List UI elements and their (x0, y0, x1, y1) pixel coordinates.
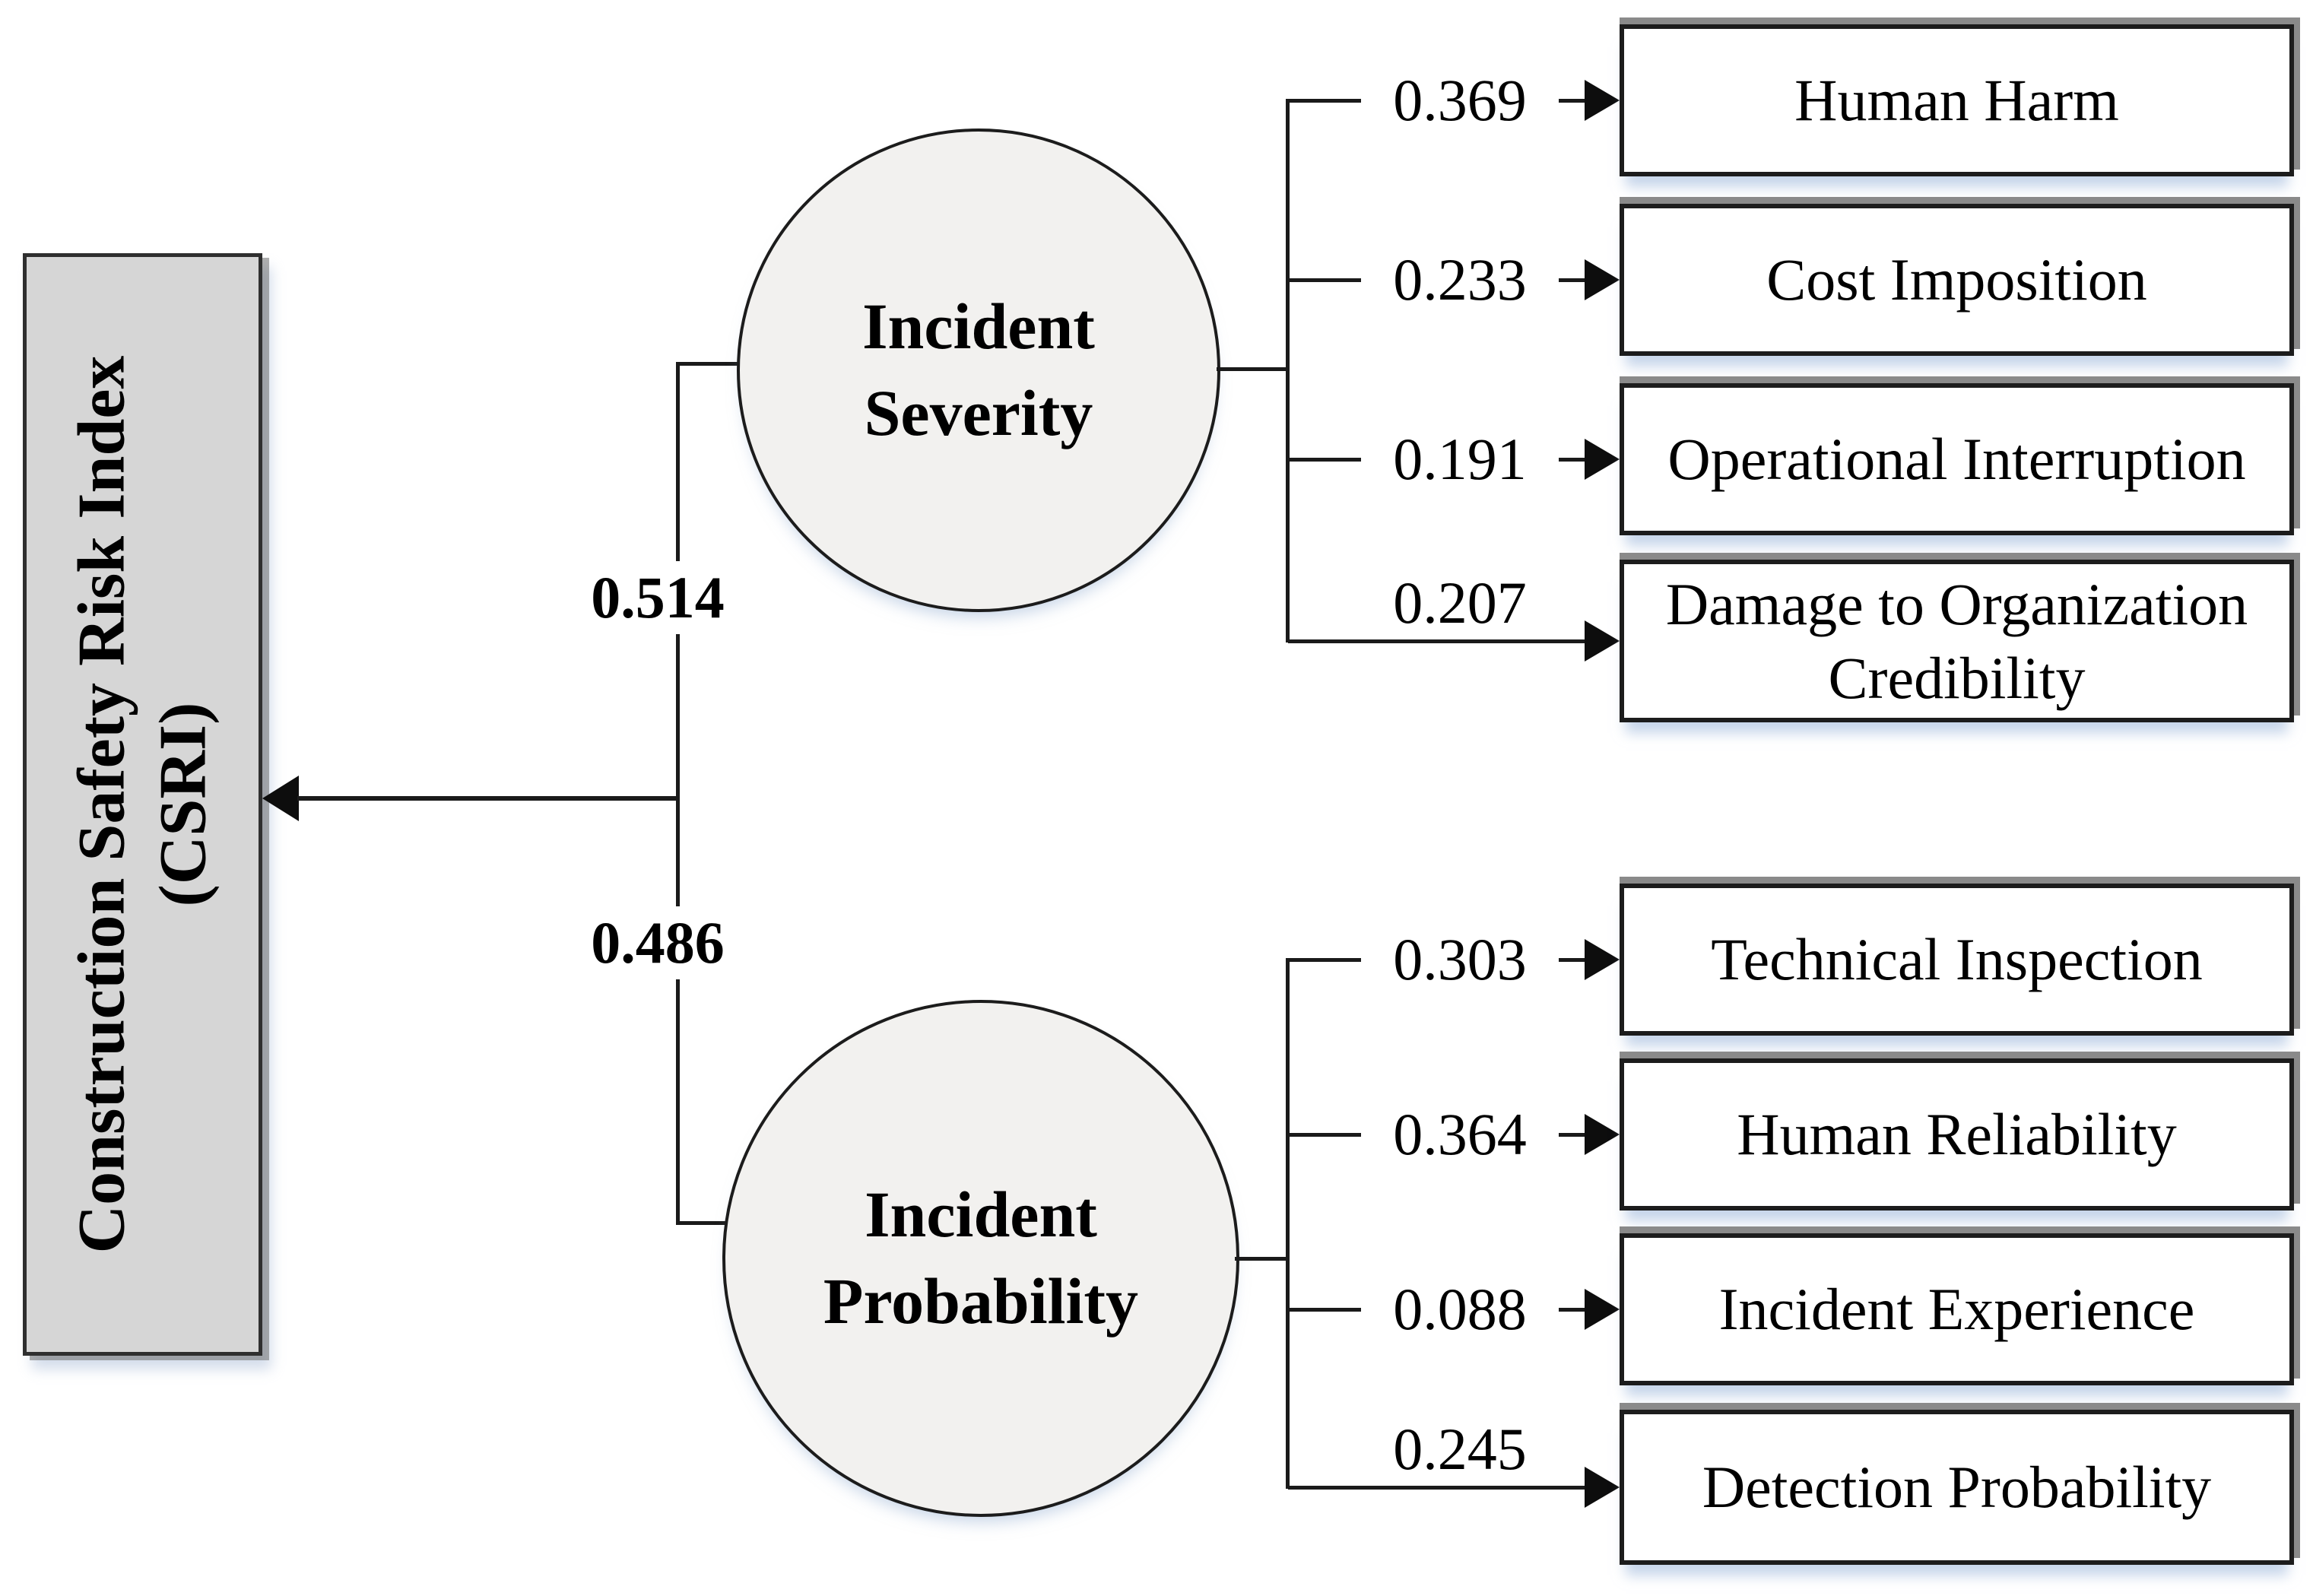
branch-weight-damage-credibility: 0.207 (1393, 570, 1527, 636)
arrowhead-damage-credibility-icon (1585, 620, 1620, 662)
arrowhead-into-root-icon (262, 776, 299, 821)
root-label-line2: (CSRI) (146, 702, 221, 907)
factor-node-incident-severity: Incident Severity (737, 129, 1220, 612)
branch-weight-human-harm: 0.369 (1361, 65, 1559, 135)
arrowhead-operational-interruption-icon (1585, 439, 1620, 480)
leaf-label: Human Harm (1794, 67, 2119, 134)
root-label-line1: Construction Safety Risk Index (65, 355, 139, 1254)
branch-weight-detection-probability: 0.245 (1393, 1416, 1527, 1482)
leaf-box-human-harm: Human Harm (1620, 24, 2294, 176)
leaf-box-detection-probability: Detection Probability (1620, 1410, 2294, 1565)
weight-label-probability: 0.486 (563, 906, 753, 979)
leaf-label: Damage to Organization Credibility (1665, 570, 2248, 712)
connector-trunk-line (676, 363, 680, 1224)
branch-line-damage-credibility (1288, 639, 1588, 643)
spine-severity-line (1286, 99, 1290, 643)
leaf-box-incident-experience: Incident Experience (1620, 1233, 2294, 1385)
arrowhead-incident-experience-icon (1585, 1289, 1620, 1330)
factor-node-incident-probability: Incident Probability (722, 1000, 1239, 1517)
leaf-label: Detection Probability (1702, 1454, 2212, 1521)
arrowhead-technical-inspection-icon (1585, 939, 1620, 980)
leaf-box-damage-credibility: Damage to Organization Credibility (1620, 560, 2294, 722)
branch-line-detection-probability (1288, 1486, 1588, 1490)
weight-label-severity: 0.514 (563, 561, 753, 634)
leaf-label: Human Reliability (1737, 1101, 2177, 1168)
branch-weight-operational-interruption: 0.191 (1361, 424, 1559, 494)
leaf-label: Cost Imposition (1766, 246, 2147, 313)
branch-weight-cost-imposition: 0.233 (1361, 245, 1559, 315)
root-node-csri: Construction Safety Risk Index (CSRI) (23, 253, 262, 1356)
root-node-label: Construction Safety Risk Index (CSRI) (61, 257, 224, 1352)
probability-label-line2: Probability (823, 1264, 1139, 1337)
leaf-box-operational-interruption: Operational Interruption (1620, 383, 2294, 535)
arrowhead-human-harm-icon (1585, 80, 1620, 121)
leaf-label: Incident Experience (1718, 1276, 2195, 1343)
probability-label-line1: Incident (865, 1178, 1097, 1252)
branch-weight-human-reliability: 0.364 (1361, 1099, 1559, 1169)
severity-label-line2: Severity (864, 376, 1093, 449)
leaf-box-technical-inspection: Technical Inspection (1620, 884, 2294, 1036)
connector-trunk-to-probability (676, 1221, 733, 1225)
connector-severity-to-spine (1217, 367, 1289, 371)
leaf-box-human-reliability: Human Reliability (1620, 1058, 2294, 1210)
arrowhead-cost-imposition-icon (1585, 259, 1620, 300)
leaf-label: Operational Interruption (1667, 426, 2246, 493)
severity-label-line1: Incident (862, 290, 1095, 363)
leaf-box-cost-imposition: Cost Imposition (1620, 204, 2294, 356)
connector-main-line (297, 796, 678, 801)
spine-probability-line (1286, 958, 1290, 1489)
arrowhead-human-reliability-icon (1585, 1114, 1620, 1155)
connector-probability-to-spine (1235, 1257, 1289, 1261)
connector-trunk-to-severity (676, 362, 741, 366)
arrowhead-detection-probability-icon (1585, 1467, 1620, 1508)
leaf-label: Technical Inspection (1711, 926, 2203, 993)
branch-weight-technical-inspection: 0.303 (1361, 925, 1559, 995)
branch-weight-incident-experience: 0.088 (1361, 1274, 1559, 1344)
